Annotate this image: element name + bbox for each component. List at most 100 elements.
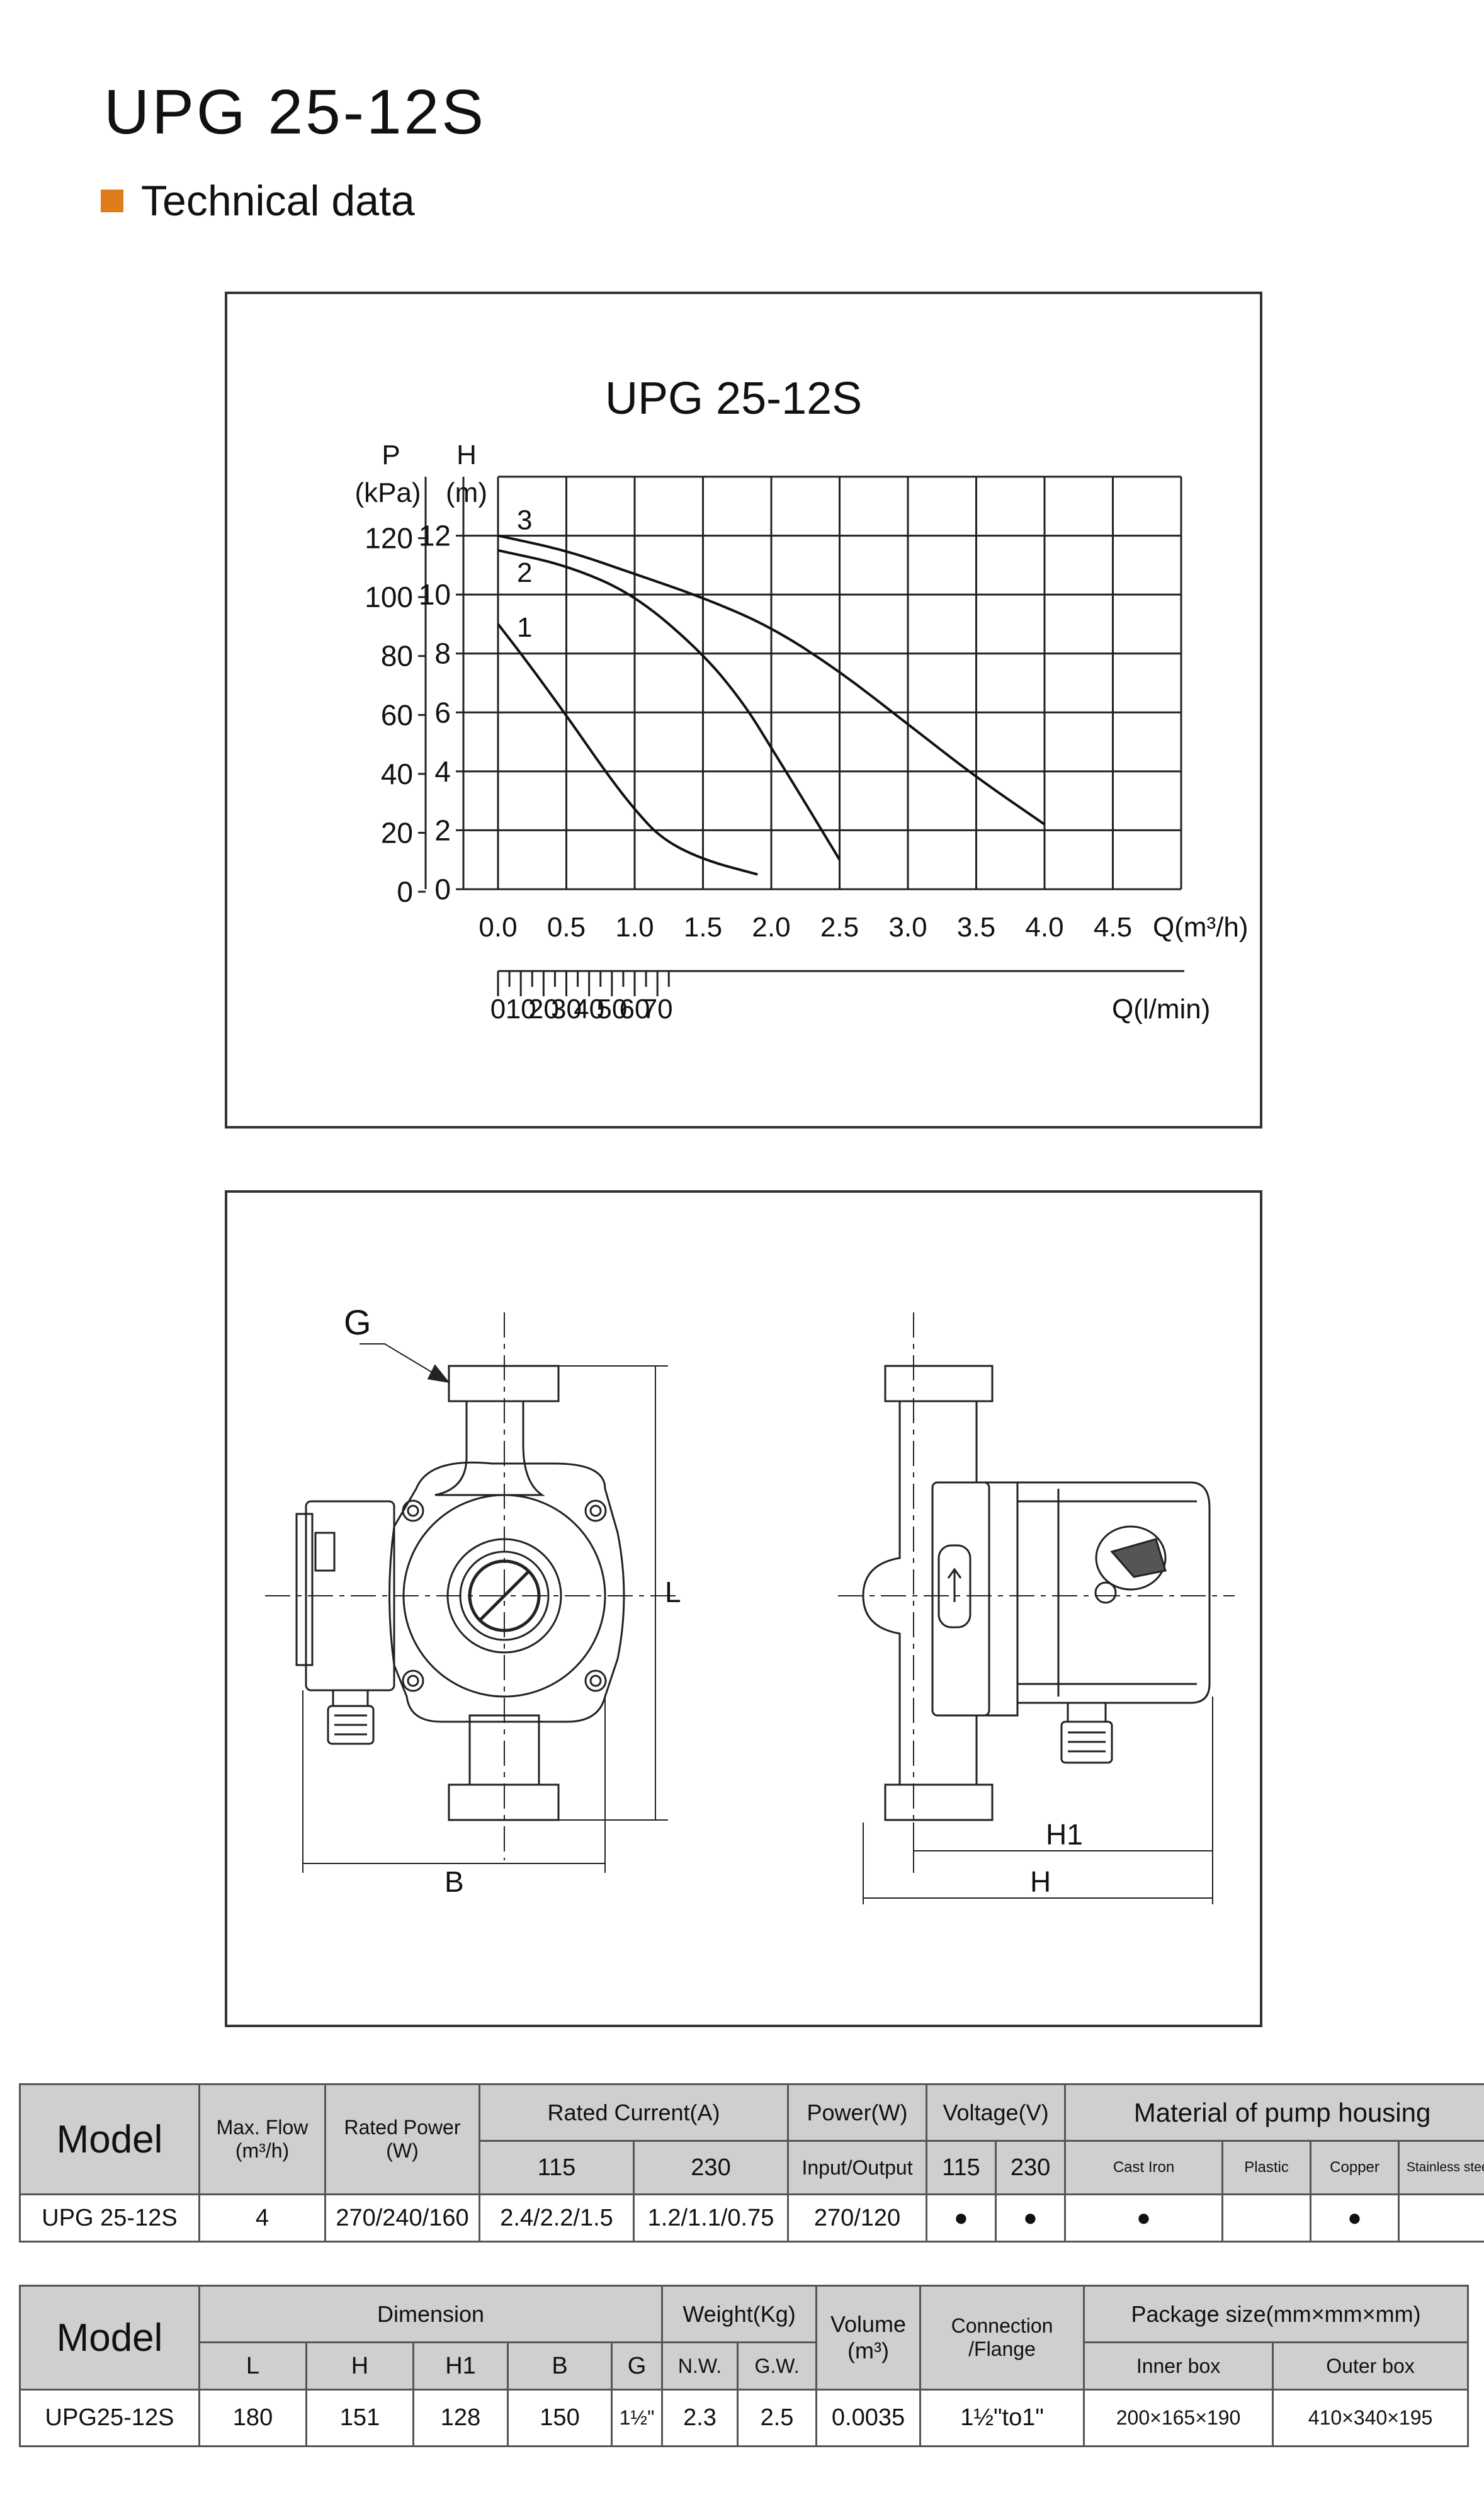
lmin-axis-title: Q(l/min) bbox=[1112, 994, 1210, 1025]
cell-current-115: 2.4/2.2/1.5 bbox=[479, 2193, 635, 2243]
q-tick-label: 0.5 bbox=[547, 912, 586, 943]
p-axis-title: P bbox=[382, 440, 400, 470]
cell-current-230: 1.2/1.1/0.75 bbox=[632, 2193, 790, 2243]
p-tick-label: 40 bbox=[381, 758, 413, 790]
section-heading-text: Technical data bbox=[141, 177, 415, 225]
cell-cast-iron: ● bbox=[1064, 2193, 1224, 2243]
header-copper: Copper bbox=[1310, 2140, 1400, 2195]
h-axis-unit: (m) bbox=[446, 477, 487, 508]
q-tick-label: 3.0 bbox=[888, 912, 927, 943]
header-b: B bbox=[507, 2341, 613, 2391]
cell-input-output: 270/120 bbox=[787, 2193, 928, 2243]
label-h1: H1 bbox=[1046, 1818, 1083, 1851]
curve-label-1: 1 bbox=[517, 612, 532, 643]
q-axis-title: Q(m³/h) bbox=[1153, 912, 1249, 943]
header-model: Model bbox=[19, 2285, 200, 2391]
pump-drawing: G L B H1 H bbox=[265, 1302, 1235, 1904]
p-tick-label: 120 bbox=[365, 522, 413, 555]
header-voltage: Voltage(V) bbox=[926, 2083, 1067, 2142]
h-tick-label: 12 bbox=[419, 520, 451, 552]
curve-2 bbox=[497, 549, 841, 861]
h-tick-label: 4 bbox=[434, 755, 451, 788]
header-volume: Volume(m³) bbox=[815, 2285, 922, 2391]
q-tick-label: 2.0 bbox=[752, 912, 790, 943]
lmin-tick-label: 20 bbox=[528, 994, 559, 1025]
header-l: L bbox=[198, 2341, 307, 2391]
header-connection: Connection/Flange bbox=[919, 2285, 1085, 2391]
lmin-tick-label: 40 bbox=[574, 994, 604, 1025]
curve-1 bbox=[497, 623, 758, 876]
header-package-size: Package size(mm×mm×mm) bbox=[1083, 2285, 1470, 2343]
h-tick-label: 0 bbox=[434, 873, 451, 906]
curve-label-3: 3 bbox=[517, 505, 532, 536]
cell-copper: ● bbox=[1310, 2193, 1400, 2243]
page-title: UPG 25-12S bbox=[104, 77, 486, 147]
chart-grid bbox=[497, 475, 1182, 890]
lmin-tick-label: 10 bbox=[506, 994, 536, 1025]
orange-square-icon bbox=[101, 190, 123, 212]
cell-connection: 1½"to1" bbox=[919, 2389, 1085, 2447]
lmin-tick-label: 50 bbox=[596, 994, 627, 1025]
header-dimension: Dimension bbox=[198, 2285, 664, 2343]
header-h: H bbox=[305, 2341, 414, 2391]
cell-g: 1½" bbox=[610, 2389, 664, 2447]
chart-curves bbox=[497, 534, 1046, 876]
h-tick-label: 10 bbox=[419, 578, 451, 611]
q-tick-label: 1.5 bbox=[684, 912, 722, 943]
header-weight: Weight(Kg) bbox=[661, 2285, 818, 2343]
p-axis-unit: (kPa) bbox=[354, 477, 421, 508]
table-row: UPG 25-12S 4 270/240/160 2.4/2.2/1.5 1.2… bbox=[19, 2193, 1484, 2243]
label-l: L bbox=[665, 1576, 681, 1608]
header-current-115: 115 bbox=[479, 2140, 635, 2195]
header-voltage-230: 230 bbox=[995, 2140, 1067, 2195]
chart-axes bbox=[418, 477, 1184, 996]
section-heading: Technical data bbox=[101, 179, 415, 222]
cell-inner-box: 200×165×190 bbox=[1083, 2389, 1274, 2447]
header-model: Model bbox=[19, 2083, 200, 2195]
technical-drawing-panel: G L B H1 H bbox=[225, 1190, 1262, 2027]
label-h: H bbox=[1030, 1865, 1051, 1898]
header-stainless-steel: Stainless steel bbox=[1398, 2140, 1484, 2195]
q-tick-label: 3.5 bbox=[957, 912, 995, 943]
label-b: B bbox=[445, 1865, 464, 1898]
p-tick-label: 80 bbox=[381, 640, 413, 673]
q-tick-label: 4.0 bbox=[1025, 912, 1063, 943]
header-rated-power: Rated Power(W) bbox=[324, 2083, 480, 2195]
p-tick-label: 100 bbox=[365, 581, 413, 613]
q-tick-label: 2.5 bbox=[820, 912, 859, 943]
cell-max-flow: 4 bbox=[198, 2193, 326, 2243]
h-tick-label: 2 bbox=[434, 814, 451, 846]
header-plastic: Plastic bbox=[1221, 2140, 1312, 2195]
chart-title: UPG 25-12S bbox=[605, 373, 862, 424]
q-tick-label: 0.0 bbox=[479, 912, 517, 943]
cell-model: UPG 25-12S bbox=[19, 2193, 200, 2243]
cell-model: UPG25-12S bbox=[19, 2389, 200, 2447]
curve-3 bbox=[497, 534, 1046, 826]
h-axis-title: H bbox=[456, 440, 477, 470]
cell-nw: 2.3 bbox=[661, 2389, 739, 2447]
header-h1: H1 bbox=[412, 2341, 509, 2391]
cell-h: 151 bbox=[305, 2389, 414, 2447]
cell-gw: 2.5 bbox=[737, 2389, 818, 2447]
header-rated-current: Rated Current(A) bbox=[478, 2083, 790, 2142]
dimension-spec-table: Model Dimension Weight(Kg) Volume(m³) Co… bbox=[19, 2285, 1470, 2447]
cell-volume: 0.0035 bbox=[815, 2389, 922, 2447]
header-input-output: Input/Output bbox=[787, 2140, 928, 2195]
cell-l: 180 bbox=[198, 2389, 307, 2447]
performance-chart: UPG 25-12S 121201010088066044022000P(kPa… bbox=[354, 373, 1248, 1025]
lmin-tick-label: 60 bbox=[620, 994, 650, 1025]
header-gw: G.W. bbox=[737, 2341, 818, 2391]
header-voltage-115: 115 bbox=[926, 2140, 997, 2195]
header-nw: N.W. bbox=[661, 2341, 739, 2391]
table-row: UPG25-12S 180 151 128 150 1½" 2.3 2.5 0.… bbox=[19, 2389, 1470, 2447]
header-max-flow: Max. Flow(m³/h) bbox=[198, 2083, 326, 2195]
lmin-tick-label: 70 bbox=[642, 994, 673, 1025]
cell-voltage-230: ● bbox=[995, 2193, 1067, 2243]
q-tick-label: 1.0 bbox=[615, 912, 654, 943]
p-tick-label: 0 bbox=[397, 875, 413, 908]
cell-voltage-115: ● bbox=[926, 2193, 997, 2243]
header-g: G bbox=[610, 2341, 664, 2391]
header-inner-box: Inner box bbox=[1083, 2341, 1274, 2391]
